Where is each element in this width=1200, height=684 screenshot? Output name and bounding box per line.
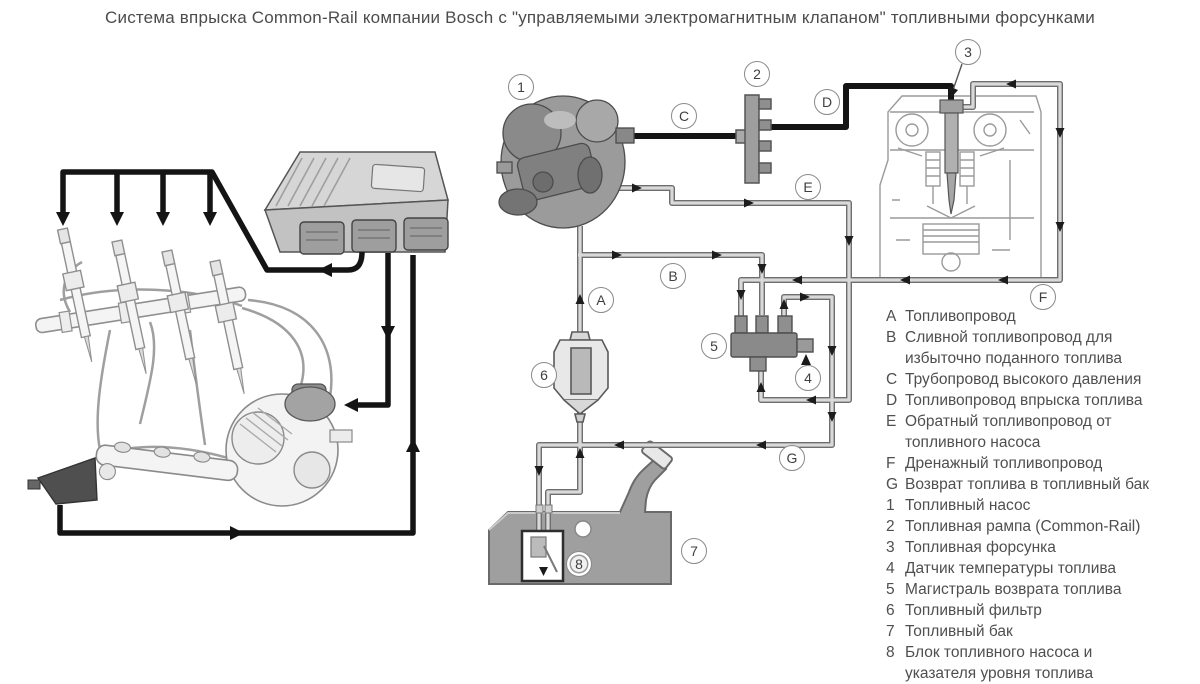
legend-label: Топливный насос bbox=[905, 497, 1031, 514]
common-rail bbox=[735, 94, 772, 184]
tank-pump-module bbox=[520, 504, 592, 583]
rail-pressure-sensor bbox=[36, 457, 98, 505]
legend-label: Обратный топливопровод от топливного нас… bbox=[905, 413, 1112, 451]
marker-line-g: G bbox=[779, 445, 805, 471]
legend-item-3: 3 Топливная форсунка bbox=[886, 537, 1176, 558]
schematic-fuel-pump bbox=[496, 95, 635, 229]
legend-key: 7 bbox=[886, 623, 895, 640]
legend-label: Топливопровод впрыска топлива bbox=[905, 392, 1143, 409]
page-title: Система впрыска Common-Rail компании Bos… bbox=[105, 8, 1095, 27]
marker-line-b: B bbox=[660, 263, 686, 289]
callout-pointers bbox=[801, 63, 963, 368]
legend-item-c: C Трубопровод высокого давления bbox=[886, 369, 1176, 390]
legend-key: F bbox=[886, 455, 896, 472]
legend-key: G bbox=[886, 476, 899, 493]
legend-label: Сливной топливопровод для избыточно пода… bbox=[905, 329, 1123, 367]
legend-item-2: 2 Топливная рампа (Common-Rail) bbox=[886, 516, 1176, 537]
legend-item-f: F Дренажный топливопровод bbox=[886, 453, 1176, 474]
legend-item-5: 5 Магистраль возврата топлива bbox=[886, 579, 1176, 600]
legend-label: Топливная рампа (Common-Rail) bbox=[905, 518, 1141, 535]
legend-key: C bbox=[886, 371, 898, 388]
temp-sensor-body bbox=[796, 338, 814, 353]
marker-tank-module: 8 bbox=[566, 551, 592, 577]
legend-key: E bbox=[886, 413, 897, 430]
marker-common-rail: 2 bbox=[744, 61, 770, 87]
legend-key: 6 bbox=[886, 602, 895, 619]
lower-rail-illustration bbox=[95, 441, 239, 482]
ecu-wiring-arrowheads bbox=[56, 212, 420, 540]
legend-item-e: E Обратный топливопровод от топливного на… bbox=[886, 411, 1176, 453]
marker-return-manifold: 5 bbox=[701, 333, 727, 359]
legend-key: 4 bbox=[886, 560, 895, 577]
legend-label: Топливный фильтр bbox=[905, 602, 1042, 619]
fuel-filter bbox=[553, 331, 609, 423]
legend-item-6: 6 Топливный фильтр bbox=[886, 600, 1176, 621]
tank-vent-hole bbox=[574, 520, 592, 538]
legend-label: Возврат топлива в топливный бак bbox=[905, 476, 1150, 493]
marker-temp-sensor: 4 bbox=[795, 365, 821, 391]
legend-item-8: 8 Блок топливного насоса и указателя уров… bbox=[886, 642, 1176, 684]
marker-line-e: E bbox=[795, 174, 821, 200]
engine-parts-illustration bbox=[27, 151, 449, 540]
marker-fuel-pump: 1 bbox=[508, 74, 534, 100]
legend-item-a: A Топливопровод bbox=[886, 306, 1176, 327]
legend-key: B bbox=[886, 329, 897, 346]
return-manifold bbox=[730, 315, 814, 372]
legend-label: Топливопровод bbox=[905, 308, 1016, 325]
marker-line-d: D bbox=[814, 89, 840, 115]
marker-line-a: A bbox=[588, 287, 614, 313]
legend-label: Магистраль возврата топлива bbox=[905, 581, 1122, 598]
legend-label: Блок топливного насоса и указателя уровн… bbox=[905, 644, 1094, 682]
injector-row bbox=[56, 227, 245, 395]
legend-item-b: B Сливной топливопровод для избыточно под… bbox=[886, 327, 1176, 369]
legend: A Топливопровод B Сливной топливопровод дл… bbox=[886, 306, 1176, 684]
legend-label: Топливный бак bbox=[905, 623, 1013, 640]
legend-key: D bbox=[886, 392, 898, 409]
hp-pump-illustration bbox=[225, 383, 353, 507]
marker-line-f: F bbox=[1030, 284, 1056, 310]
legend-key: 8 bbox=[886, 644, 895, 661]
legend-item-d: D Топливопровод впрыска топлива bbox=[886, 390, 1176, 411]
legend-item-4: 4 Датчик температуры топлива bbox=[886, 558, 1176, 579]
legend-key: 2 bbox=[886, 518, 895, 535]
legend-key: 5 bbox=[886, 581, 895, 598]
schematic-injector bbox=[939, 99, 964, 215]
legend-label: Трубопровод высокого давления bbox=[905, 371, 1142, 388]
legend-item-g: G Возврат топлива в топливный бак bbox=[886, 474, 1176, 495]
ecu-illustration bbox=[263, 151, 449, 255]
legend-label: Датчик температуры топлива bbox=[905, 560, 1117, 577]
legend-label: Топливная форсунка bbox=[905, 539, 1056, 556]
flow-arrows bbox=[534, 79, 1065, 476]
marker-line-c: C bbox=[671, 103, 697, 129]
legend-key: 3 bbox=[886, 539, 895, 556]
marker-fuel-tank: 7 bbox=[681, 538, 707, 564]
engine-cross-section bbox=[879, 95, 1042, 279]
legend-key: A bbox=[886, 308, 897, 325]
marker-injector: 3 bbox=[955, 39, 981, 65]
legend-item-1: 1 Топливный насос bbox=[886, 495, 1176, 516]
legend-key: 1 bbox=[886, 497, 895, 514]
legend-label: Дренажный топливопровод bbox=[905, 455, 1103, 472]
legend-item-7: 7 Топливный бак bbox=[886, 621, 1176, 642]
marker-fuel-filter: 6 bbox=[531, 362, 557, 388]
